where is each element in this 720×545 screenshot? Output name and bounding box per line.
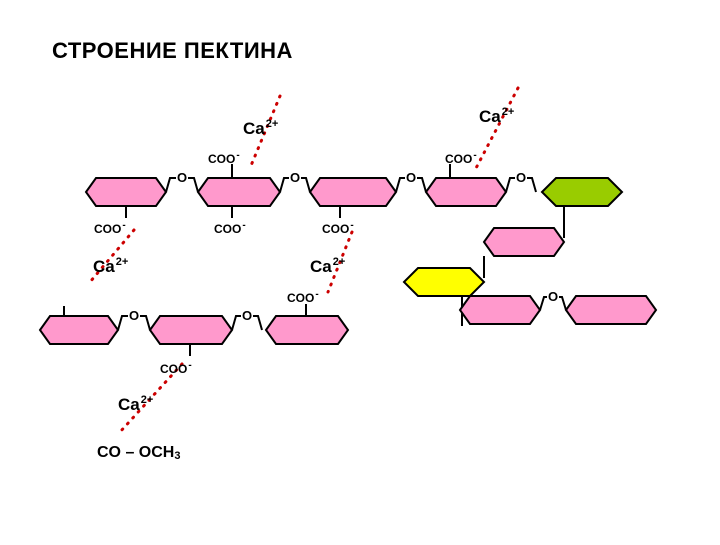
oxygen-label: O — [547, 289, 559, 304]
galacturonic-ring — [196, 177, 282, 207]
calcium-bridge — [118, 362, 184, 434]
sugar-rings — [38, 177, 658, 345]
oxygen-label: O — [515, 170, 527, 185]
galacturonic-ring — [458, 295, 542, 325]
green-sugar-ring — [540, 177, 624, 207]
calcium-bridge — [472, 86, 520, 174]
galacturonic-ring — [38, 315, 120, 345]
calcium-ion-label: Ca2+ — [243, 118, 279, 138]
calcium-bridge — [248, 94, 282, 170]
oxygen-label: O — [241, 308, 253, 323]
calcium-bridge — [88, 228, 136, 284]
calcium-ion-label: Ca2+ — [93, 256, 129, 276]
oxygen-label: O — [176, 170, 188, 185]
carboxylate-label: COO- — [208, 150, 240, 166]
galacturonic-ring — [264, 315, 350, 345]
carboxylate-label: COO- — [214, 220, 246, 236]
carboxylate-label: COO- — [445, 150, 477, 166]
calcium-ion-label: Ca2+ — [479, 106, 515, 126]
galacturonic-ring — [424, 177, 508, 207]
oxygen-label: O — [289, 170, 301, 185]
carboxylate-label: COO- — [160, 360, 192, 376]
calcium-bridge — [326, 230, 354, 294]
galacturonic-ring — [84, 177, 168, 207]
carboxylate-label: COO- — [94, 220, 126, 236]
calcium-ion-label: Ca2+ — [310, 256, 346, 276]
oxygen-label: O — [128, 308, 140, 323]
carboxylate-label: COO- — [322, 220, 354, 236]
calcium-ion-label: Ca2+ — [118, 394, 154, 414]
galacturonic-ring — [148, 315, 234, 345]
yellow-sugar-ring — [402, 267, 486, 297]
oxygen-label: O — [405, 170, 417, 185]
galacturonic-ring — [482, 227, 566, 257]
carboxylate-label: COO- — [287, 289, 319, 305]
diagram-title: СТРОЕНИЕ ПЕКТИНА — [52, 38, 293, 63]
methyl-ester-label: CO – OCH3 — [97, 444, 181, 462]
galacturonic-ring — [308, 177, 398, 207]
galacturonic-ring — [564, 295, 658, 325]
calcium-bridges — [88, 86, 520, 434]
